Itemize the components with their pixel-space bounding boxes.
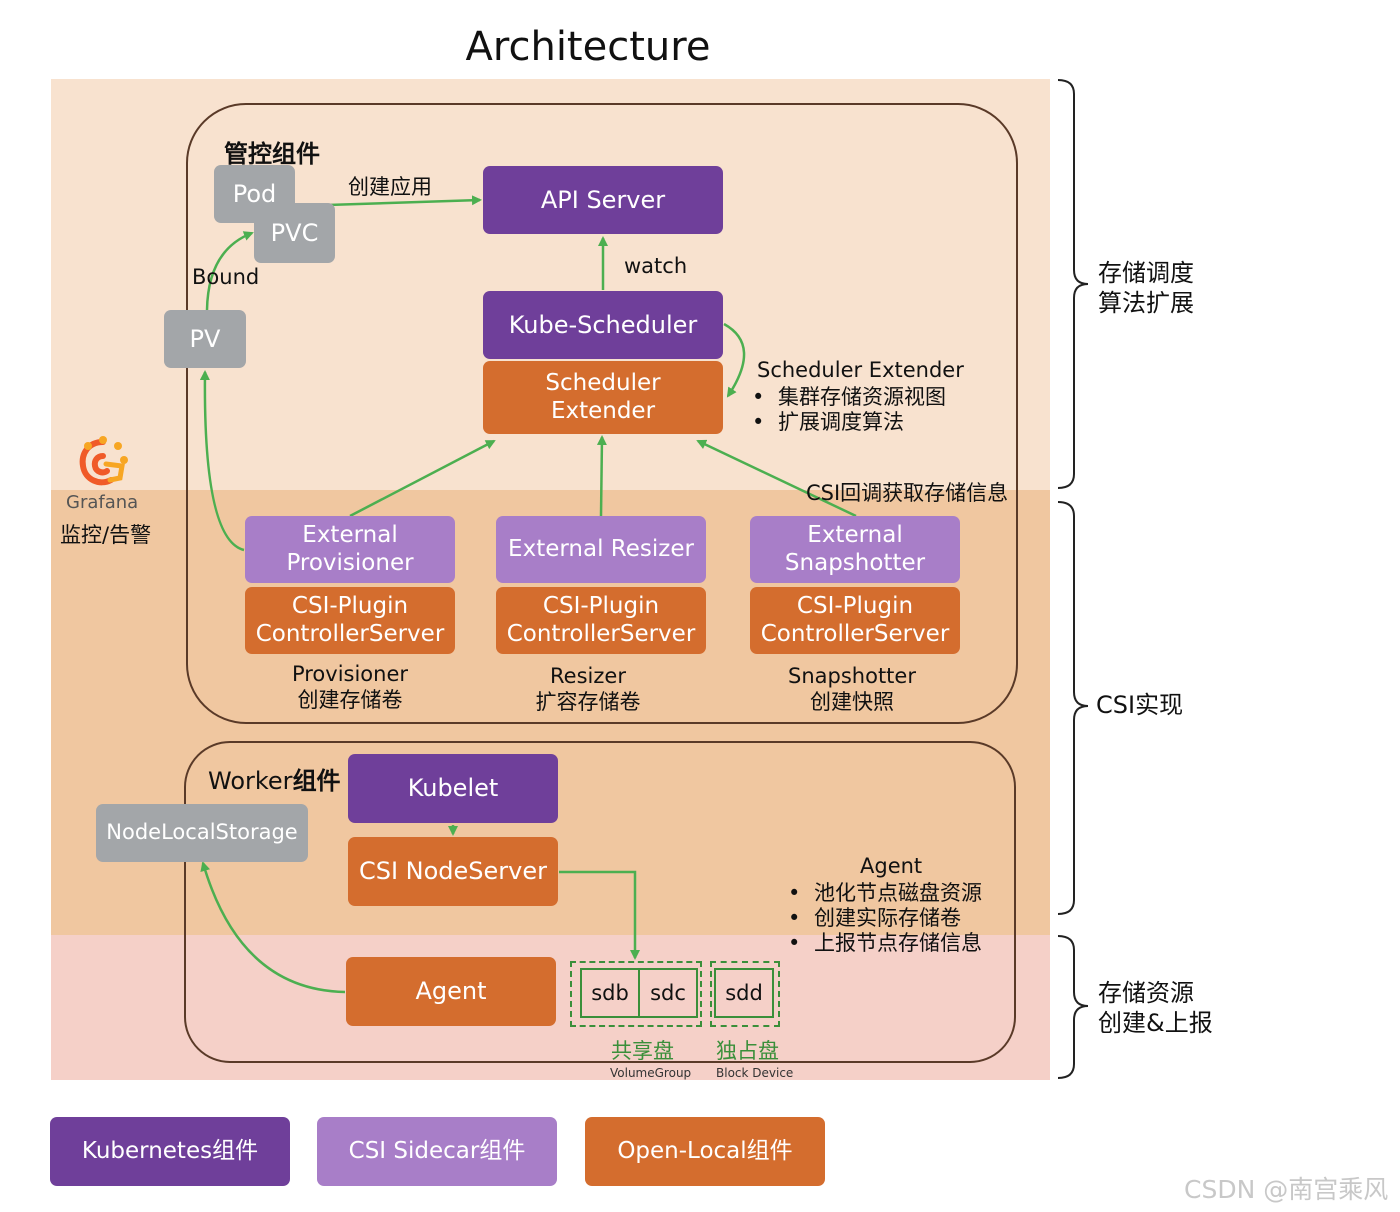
extender-note-item: 扩展调度算法	[752, 410, 946, 435]
kube-scheduler-box[interactable]: Kube-Scheduler	[483, 291, 723, 359]
csi-nodeserver-box[interactable]: CSI NodeServer	[348, 837, 558, 906]
shared-disk-group	[570, 961, 702, 1027]
shared-disk-sublabel: VolumeGroup	[610, 1066, 692, 1080]
external-snapshotter-box[interactable]: External Snapshotter	[750, 516, 960, 583]
disk-sdc[interactable]: sdc	[638, 968, 698, 1018]
api-server-box[interactable]: API Server	[483, 166, 723, 234]
label-scheduling-extension: 存储调度 算法扩展	[1098, 259, 1194, 317]
worker-title-suffix: 组件	[292, 767, 341, 795]
controller-server-resizer-box[interactable]: CSI-Plugin ControllerServer	[496, 587, 706, 654]
agent-note-item: 上报节点存储信息	[788, 931, 982, 956]
pv-box[interactable]: PV	[164, 310, 246, 368]
control-region	[186, 103, 1018, 724]
scheduler-extender-note-list: 集群存储资源视图 扩展调度算法	[752, 385, 946, 435]
nodelocalstorage-box[interactable]: NodeLocalStorage	[96, 804, 308, 862]
grafana-logo-text: Grafana	[66, 492, 139, 513]
watch-label: watch	[624, 254, 688, 278]
external-resizer-box[interactable]: External Resizer	[496, 516, 706, 583]
bound-label: Bound	[192, 265, 260, 289]
label-csi-implementation: CSI实现	[1096, 691, 1184, 719]
exclusive-disk-group	[710, 961, 780, 1027]
agent-note-list: 池化节点磁盘资源 创建实际存储卷 上报节点存储信息	[788, 881, 982, 956]
watermark: CSDN @南宫乘风	[1184, 1175, 1389, 1204]
page-title: Architecture	[465, 24, 711, 70]
worker-title-prefix: Worker	[208, 767, 293, 795]
agent-note-title: Agent	[860, 854, 923, 878]
agent-note-item: 池化节点磁盘资源	[788, 881, 982, 906]
resizer-caption: Resizer 扩容存储卷	[535, 664, 641, 715]
label-storage-resource: 存储资源 创建&上报	[1098, 979, 1213, 1037]
legend-kubernetes: Kubernetes组件	[50, 1117, 290, 1186]
disk-sdb[interactable]: sdb	[580, 968, 640, 1018]
controller-server-snapshotter-box[interactable]: CSI-Plugin ControllerServer	[750, 587, 960, 654]
pvc-box[interactable]: PVC	[254, 203, 335, 263]
shared-disk-label: 共享盘	[611, 1039, 674, 1063]
extender-note-item: 集群存储资源视图	[752, 385, 946, 410]
worker-region-title: Worker组件	[208, 761, 341, 796]
exclusive-disk-label: 独占盘	[716, 1039, 779, 1063]
legend-open-local: Open-Local组件	[585, 1117, 825, 1186]
kubelet-box[interactable]: Kubelet	[348, 754, 558, 823]
grafana-label: 监控/告警	[60, 523, 152, 547]
provisioner-caption: Provisioner 创建存储卷	[291, 662, 409, 713]
scheduler-extender-box[interactable]: Scheduler Extender	[483, 361, 723, 434]
controller-server-provisioner-box[interactable]: CSI-Plugin ControllerServer	[245, 587, 455, 654]
worker-region	[184, 741, 1016, 1063]
agent-note-item: 创建实际存储卷	[788, 906, 982, 931]
scheduler-extender-note-title: Scheduler Extender	[757, 358, 964, 382]
legend-csi-sidecar: CSI Sidecar组件	[317, 1117, 557, 1186]
control-region-title: 管控组件	[224, 140, 320, 168]
csi-callback-label: CSI回调获取存储信息	[806, 481, 1009, 505]
grafana-logo-icon	[79, 436, 128, 486]
external-provisioner-box[interactable]: External Provisioner	[245, 516, 455, 583]
disk-sdd[interactable]: sdd	[714, 968, 774, 1018]
agent-box[interactable]: Agent	[346, 957, 556, 1026]
snapshotter-caption: Snapshotter 创建快照	[788, 664, 916, 715]
right-brackets	[1057, 79, 1089, 1079]
create-app-label: 创建应用	[348, 175, 432, 199]
exclusive-disk-sublabel: Block Device	[716, 1066, 794, 1080]
